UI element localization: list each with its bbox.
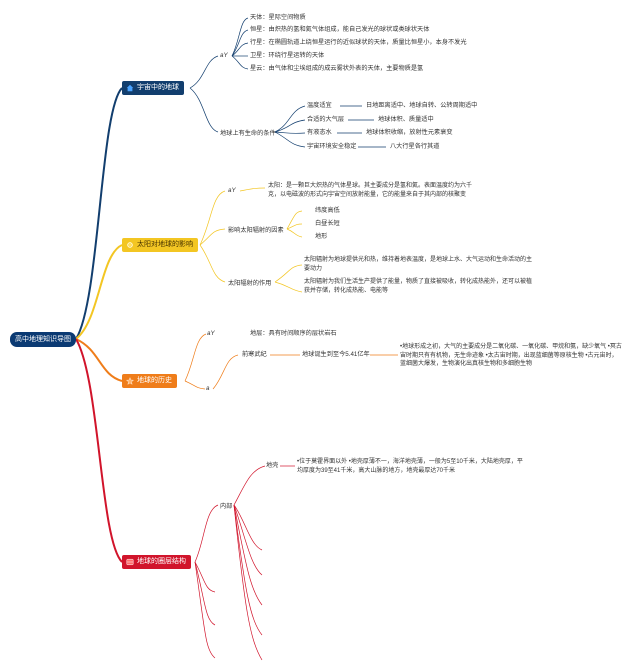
universe-sub1-label: aY [220, 52, 228, 59]
history-sub2-label: a [206, 385, 210, 392]
layers-icon [126, 558, 134, 566]
radiation-factor: 地形 [315, 233, 328, 240]
connector-universe [75, 87, 123, 340]
universe-sub2-label: 地球上有生命的条件 [220, 130, 276, 137]
connector-history [75, 338, 123, 382]
precambrian-label: 前寒武纪 [242, 351, 267, 358]
life-condition-right: 地球体积、质量适中 [378, 116, 434, 123]
connector-sun [75, 244, 123, 340]
universe-item: 天体：星际空间物质 [250, 14, 306, 21]
life-condition-left: 温度适宜 [307, 102, 332, 109]
radiation-effect: 太阳辐射为我们生活生产提供了能量，物质了直接被吸收，转化成热能外，还可以被植获并… [304, 279, 533, 294]
sun-sub3-label: 太阳辐射的作用 [228, 280, 272, 287]
sun-icon [127, 242, 133, 248]
sun-sub2-label: 影响太阳辐射的因素 [228, 227, 284, 234]
crust-label: 地壳 [266, 462, 279, 469]
structure-sub1-label: 内部 [220, 503, 233, 510]
life-condition-right: 八大行星各行其道 [390, 143, 440, 150]
radiation-factor: 纬度高低 [315, 207, 340, 214]
life-condition-left: 宇宙环境安全稳定 [307, 143, 357, 150]
sun-description: 太阳：是一颗巨大炽热的气体星球。其主要成分是氢和氦。表面温度约为六千克，以电磁波… [268, 183, 473, 198]
star-icon [126, 377, 134, 385]
home-icon [126, 84, 134, 92]
branch-label-universe: 宇宙中的地球 [137, 84, 179, 91]
history-sub1-label: aY [207, 330, 215, 337]
precambrian-description: •地球形成之初，大气的主要成分是二氧化碳、一氧化碳、甲烷和氨，缺少氧气 •冥古宙… [400, 344, 622, 368]
radiation-factor: 白昼长短 [315, 220, 340, 227]
connector-structure [75, 338, 123, 563]
branch-node-history[interactable]: 地球的历史 [122, 374, 177, 388]
stratum-definition: 地层：具有时间顺序的层状岩石 [250, 330, 337, 337]
radiation-effect: 太阳辐射为地球提供光和热，维持着地表温度，是地球上水、大气运动和生命活动的主要动… [304, 257, 533, 272]
branch-label-history: 地球的历史 [137, 377, 172, 384]
universe-item: 恒星：由炽热的氢和氦气体组成，能自己发光的球状或类球状天体 [250, 26, 430, 33]
sun-sub1-label: aY [228, 187, 236, 194]
universe-item: 卫星：环绕行星运转的天体 [250, 52, 325, 59]
universe-item: 行星：在椭圆轨道上绕恒星运行的近似球状的天体，质量比恒星小，本身不发光 [250, 39, 467, 46]
crust-description: •位于莫霍界面以外 •地壳厚薄不一，海洋地壳薄，一般为5至10千米，大陆地壳厚，… [297, 459, 523, 474]
universe-item: 星云：由气体和尘埃组成的成云雾状外表的天体，主要物质是氢 [250, 65, 424, 72]
root-node[interactable]: 高中地理知识导图 [10, 332, 76, 347]
branch-node-universe[interactable]: 宇宙中的地球 [122, 81, 184, 95]
branch-label-structure: 地球的圈层结构 [137, 558, 186, 565]
life-condition-left: 合适的大气层 [307, 116, 345, 123]
life-condition-right: 日地距离适中、地球自转、公转周期适中 [366, 102, 478, 109]
precambrian-duration: 地球诞生到至今5.41亿年 [302, 351, 370, 358]
life-condition-right: 地球体积收缩，放射性元素衰变 [366, 129, 453, 136]
branch-label-sun: 太阳对地球的影响 [137, 241, 193, 248]
branch-node-structure[interactable]: 地球的圈层结构 [122, 555, 191, 569]
branch-node-sun[interactable]: 太阳对地球的影响 [122, 238, 198, 252]
life-condition-left: 有液态水 [307, 129, 332, 136]
